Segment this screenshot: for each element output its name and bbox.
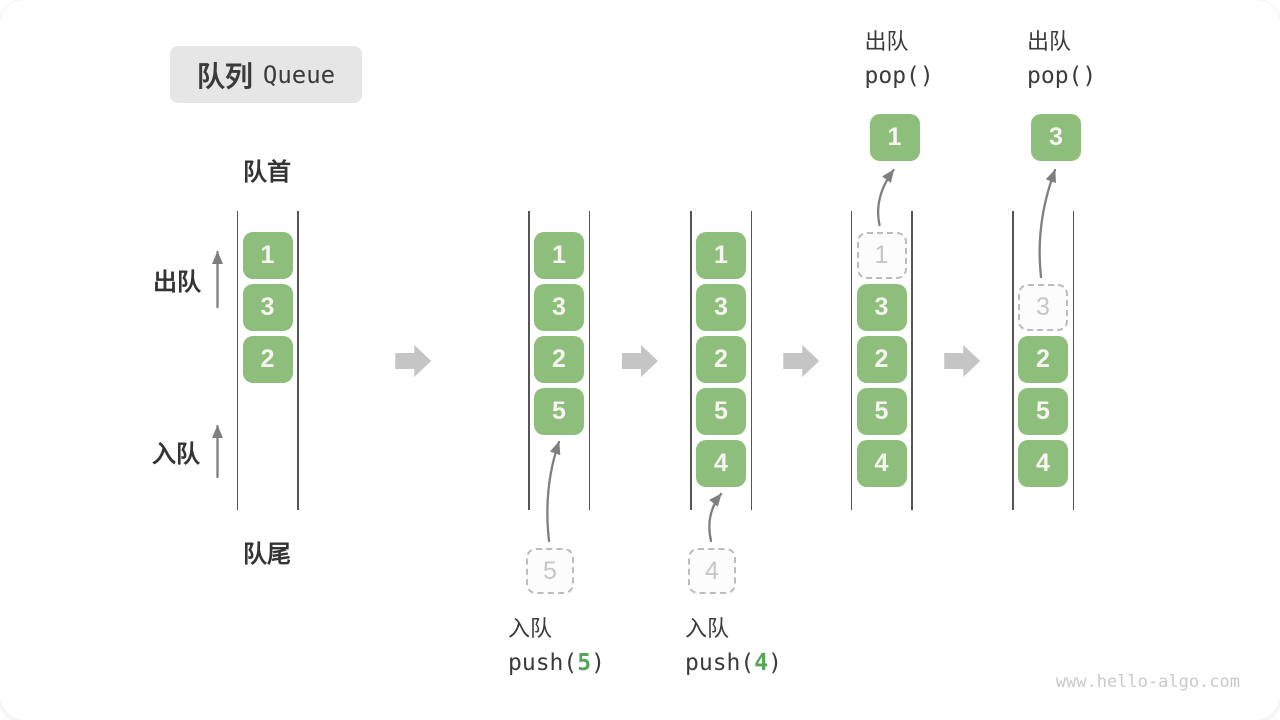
queue-cell: 3 [696, 284, 746, 331]
flow-arrow-icon [395, 345, 432, 377]
queue-cell: 3 [534, 284, 584, 331]
operation-label: 入队 push(4) [685, 616, 782, 677]
queue-rear-label: 队尾 [243, 541, 291, 568]
flow-arrow-icon [622, 345, 658, 377]
queue-cell: 3 [242, 284, 293, 331]
queue-cell: 2 [242, 336, 293, 383]
queue-cell: 4 [1018, 440, 1068, 487]
dequeue-side-label: 出队 [153, 269, 201, 296]
queue-wall [588, 211, 590, 510]
operation-label: 入队 push(5) [508, 616, 605, 677]
queue-cell: 2 [856, 336, 907, 383]
queue-wall [297, 211, 299, 510]
queue-wall [850, 211, 852, 510]
title-en: Queue [262, 60, 336, 89]
queue-ghost-cell: 3 [1018, 284, 1068, 331]
op-code-label: pop() [864, 63, 934, 89]
flow-arrow-icon [944, 345, 981, 377]
op-zh-label: 入队 [685, 616, 730, 641]
queue-cell: 1 [696, 232, 746, 279]
watermark: www.hello-algo.com [1055, 672, 1240, 692]
queue-cell: 5 [1018, 388, 1068, 435]
pop-motion-arrow [1038, 168, 1057, 279]
op-zh-label: 出队 [864, 29, 909, 54]
incoming-ghost-cell: 4 [688, 548, 736, 594]
queue-cell: 2 [534, 336, 584, 383]
push-motion-arrow [708, 492, 723, 543]
pop-motion-arrow [876, 168, 895, 227]
enqueue-side-label: 入队 [152, 441, 200, 468]
title-zh: 队列 [196, 60, 253, 92]
op-code-label: pop() [1027, 63, 1097, 89]
queue-wall [236, 211, 238, 510]
operation-label: 出队 pop() [1027, 29, 1097, 90]
queue-wall [1072, 211, 1074, 510]
queue-cell: 5 [856, 388, 907, 435]
title-badge: 队列 Queue [170, 46, 362, 103]
queue-front-label: 队首 [243, 159, 291, 186]
op-code-label: push(5) [508, 650, 605, 676]
queue-cell: 5 [534, 388, 584, 435]
queue-cell: 3 [856, 284, 907, 331]
queue-wall [1012, 211, 1014, 510]
queue-cell: 2 [696, 336, 746, 383]
queue-cell: 4 [696, 440, 746, 487]
operation-label: 出队 pop() [864, 29, 934, 90]
push-motion-arrow [546, 440, 561, 543]
queue-cell: 4 [856, 440, 907, 487]
queue-cell: 1 [534, 232, 584, 279]
popped-cell: 3 [1031, 114, 1081, 161]
op-zh-label: 入队 [508, 616, 553, 641]
op-code-label: push(4) [685, 650, 782, 676]
queue-wall [690, 211, 692, 510]
queue-wall [750, 211, 752, 510]
queue-wall [528, 211, 530, 510]
queue-cell: 1 [242, 232, 293, 279]
popped-cell: 1 [869, 114, 920, 161]
queue-cell: 2 [1018, 336, 1068, 383]
queue-ghost-cell: 1 [856, 232, 907, 279]
op-zh-label: 出队 [1027, 29, 1072, 54]
queue-wall [911, 211, 913, 510]
queue-cell: 5 [696, 388, 746, 435]
flow-arrow-icon [783, 345, 820, 377]
incoming-ghost-cell: 5 [526, 548, 574, 594]
